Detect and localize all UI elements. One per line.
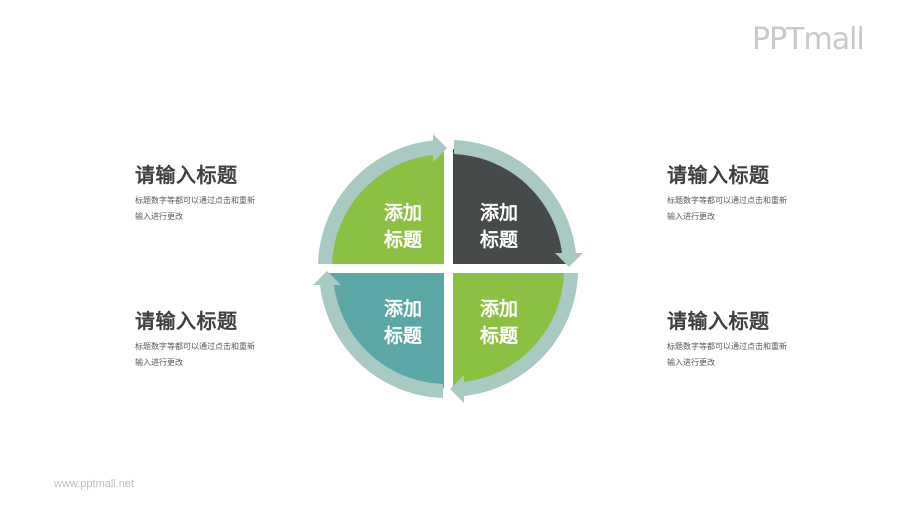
quadrant-label-top-left-line2: 标题 [384,229,422,251]
quadrant-label-bottom-left-line1: 添加 [384,297,422,320]
quadrant-label-bottom-right-line1: 添加 [480,297,518,320]
quadrant-bottom-left [329,273,444,388]
quadrant-label-bottom-left-line2: 标题 [384,325,422,347]
text-block-bottom-right: 请输入标题 标题数字等都可以通过点击和重新输入进行更改 [667,309,827,371]
pptmall-logo: PPTmall [752,22,865,57]
ring-arrow-top-left [318,134,447,264]
text-block-top-right: 请输入标题 标题数字等都可以通过点击和重新输入进行更改 [667,163,827,225]
text-block-bottom-left: 请输入标题 标题数字等都可以通过点击和重新输入进行更改 [135,309,295,371]
footer-url: www.pptmall.net [54,478,135,490]
block-description: 标题数字等都可以通过点击和重新输入进行更改 [667,196,787,221]
text-block-top-left: 请输入标题 标题数字等都可以通过点击和重新输入进行更改 [135,163,295,225]
ring-arrow-bottom-left [313,271,443,398]
block-description: 标题数字等都可以通过点击和重新输入进行更改 [135,342,255,367]
quadrant-label-top-right-line1: 添加 [480,201,518,224]
ring-arrow-bottom-right [450,273,578,403]
block-description: 标题数字等都可以通过点击和重新输入进行更改 [135,196,255,221]
quadrant-label-top-right-line2: 标题 [480,229,518,251]
ring-arrow-top-right [454,140,583,267]
quadrant-label-top-left-line1: 添加 [384,201,422,224]
quadrant-top-right [453,149,568,264]
block-title: 请输入标题 [135,163,238,187]
block-title: 请输入标题 [667,309,770,333]
block-title: 请输入标题 [667,163,770,187]
quadrant-bottom-right [453,273,568,388]
quadrant-label-bottom-right-line2: 标题 [480,325,518,347]
block-title: 请输入标题 [135,309,238,333]
block-description: 标题数字等都可以通过点击和重新输入进行更改 [667,342,787,367]
quadrant-top-left [329,149,444,264]
